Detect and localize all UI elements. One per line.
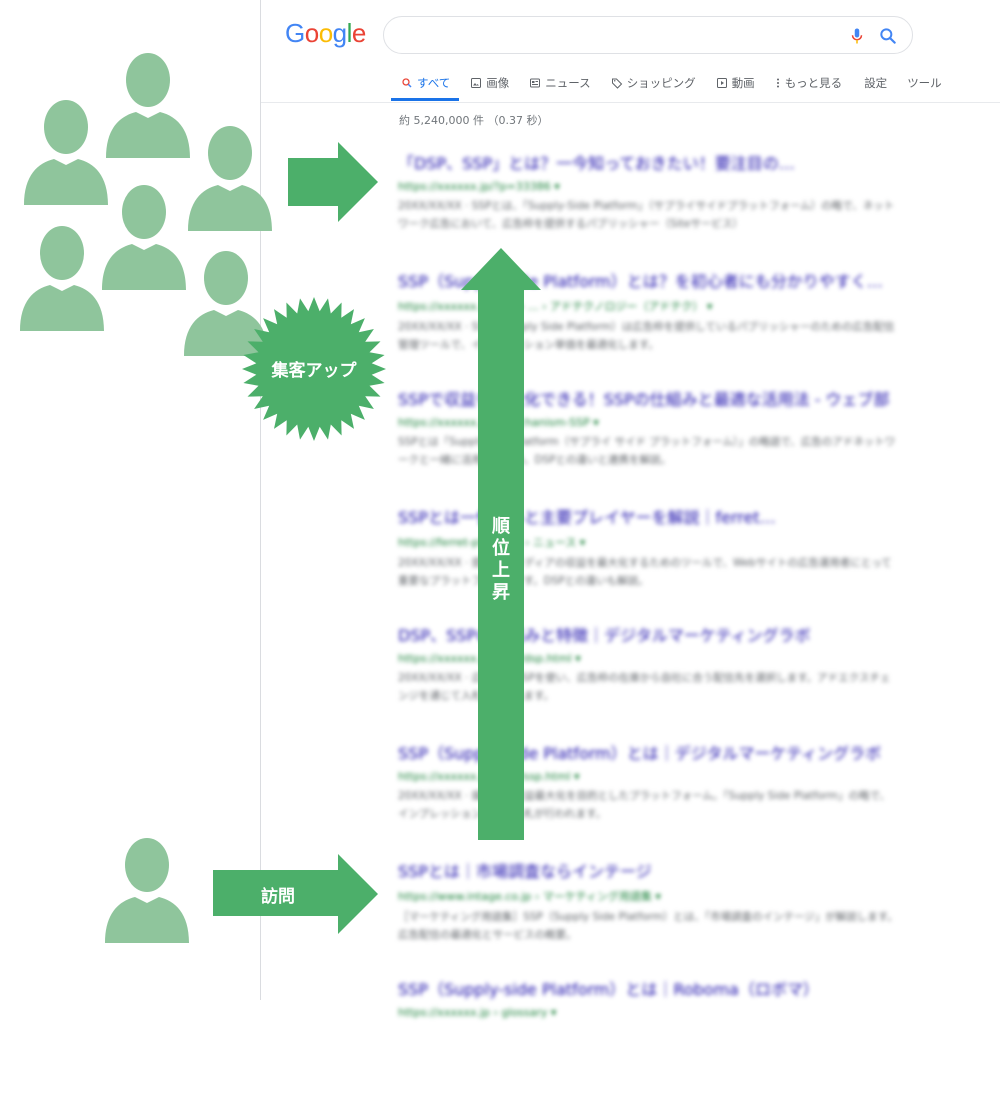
search-result: SSP（Supply-side Platform）とは｜Roboma（ロボマ） h… [398, 976, 898, 1094]
person-icon [105, 838, 189, 943]
logo-letter: G [285, 18, 305, 48]
tab-6[interactable]: 設定 [854, 72, 897, 94]
result-url[interactable]: https://xxxxxx.jp › mechanism-SSP ▾ [398, 416, 599, 429]
logo-letter: g [332, 18, 347, 48]
attract-badge-label: 集客アップ [271, 361, 357, 381]
tab-0[interactable]: すべて [391, 72, 460, 94]
google-logo[interactable]: Google [285, 18, 366, 49]
search-box[interactable] [383, 16, 913, 54]
visit-label: 訪問 [261, 887, 295, 907]
tab-label: ツール [907, 76, 942, 90]
search-results-page: Google すべて 画像 ニュース ショッピング 動画 もっと見る 設定 ツール 約 5,2… [260, 0, 1000, 1019]
image-icon [470, 77, 486, 89]
result-title-link[interactable]: 「DSP、SSP」とは？一今知っておきたい！要注目の… [398, 154, 795, 173]
tab-label: 動画 [731, 76, 755, 90]
person-icon [184, 251, 268, 356]
tab-2[interactable]: ニュース [519, 72, 600, 94]
more-vertical-icon [775, 77, 785, 89]
result-url[interactable]: https://xxxxxx.jp › glossary ▾ [398, 1006, 557, 1019]
logo-letter: o [304, 18, 319, 48]
result-snippet: 20XX/XX/XX · SSPとは、「Supply-Side Platform… [398, 200, 895, 230]
search-icon[interactable] [878, 26, 898, 46]
active-tab-indicator [391, 98, 459, 101]
news-icon [529, 77, 545, 89]
result-title-link[interactable]: SSP（Supply-side Platform）とは｜Roboma（ロボマ） [398, 980, 819, 999]
play-icon [716, 77, 732, 89]
tab-label: 設定 [864, 76, 888, 90]
search-result: SSP（Supply Side Platform）とは？を初心者にも分かりやすく… [398, 268, 898, 386]
result-title-link[interactable]: SSP（Supply Side Platform）とは？を初心者にも分かりやすく… [398, 272, 883, 291]
header-divider [261, 102, 1000, 103]
search-result: DSP、SSPの仕組みと特徴｜デジタルマーケティングラボ https://xxxx… [398, 622, 898, 740]
result-snippet: 20XX/XX/XX · 媒体側の収益最大化を目的としたプラットフォーム。「Su… [398, 790, 891, 820]
search-result: SSPとは一仕組みと主要プレイヤーを解説｜ferret… https://ferr… [398, 504, 898, 622]
result-snippet: ［マーケティング用語集］SSP（Supply Side Platform）とは、… [398, 911, 898, 941]
result-url[interactable]: https://www.intage.co.jp › マーケティング用語集 ▾ [398, 890, 661, 903]
tag-icon [611, 77, 627, 89]
tab-5[interactable]: もっと見る [765, 72, 853, 94]
result-stats: 約 5,240,000 件 （0.37 秒） [399, 114, 549, 127]
rank-up-char: 順 [492, 516, 510, 537]
tab-label: すべて [417, 76, 451, 90]
search-result: SSPとは｜市場調査ならインテージ https://www.intage.co.j… [398, 858, 898, 976]
microphone-icon[interactable] [848, 26, 866, 46]
search-icon [401, 77, 417, 89]
search-result: SSPで収益を最大化できる！SSPの仕組みと最適な活用法 - ウェブ部 https… [398, 386, 898, 504]
search-tabs: すべて 画像 ニュース ショッピング 動画 もっと見る 設定 ツール [391, 72, 952, 102]
tab-7[interactable]: ツール [897, 72, 952, 94]
tab-label: もっと見る [784, 76, 843, 90]
result-title-link[interactable]: SSP（Supply Side Platform）とは｜デジタルマーケティングラ… [398, 744, 882, 763]
result-snippet: 20XX/XX/XX · 広告主はDSPを使い、広告枠の在庫から自社に合う配信先… [398, 672, 891, 702]
result-url[interactable]: https://xxxxxx.jp/xxxx/ssp.html ▾ [398, 770, 580, 783]
search-result: 「DSP、SSP」とは？一今知っておきたい！要注目の… https://xxxxx… [398, 150, 898, 268]
logo-letter: e [351, 18, 366, 48]
rank-up-char: 位 [492, 538, 510, 559]
result-snippet: SSPとは「Supply Side Platform（サプライ サイド プラット… [398, 436, 896, 466]
result-url[interactable]: https://xxxxxx.jp/?p=33386 ▾ [398, 180, 560, 193]
result-title-link[interactable]: DSP、SSPの仕組みと特徴｜デジタルマーケティングラボ [398, 626, 811, 645]
result-title-link[interactable]: SSPで収益を最大化できる！SSPの仕組みと最適な活用法 - ウェブ部 [398, 390, 890, 409]
person-icon [102, 185, 186, 290]
tab-label: 画像 [486, 76, 510, 90]
tab-3[interactable]: ショッピング [601, 72, 706, 94]
tab-label: ショッピング [626, 76, 696, 90]
result-snippet: 20XX/XX/XX · 提供するメディアの収益を最大化するためのツールで、We… [398, 557, 892, 587]
logo-letter: o [318, 18, 333, 48]
search-results-list: 「DSP、SSP」とは？一今知っておきたい！要注目の… https://xxxxx… [398, 150, 898, 1094]
rank-up-label: 順 位 上 昇 [487, 516, 515, 604]
person-icon [24, 100, 108, 205]
result-url[interactable]: https://xxxxxx.jp/xxxx/dsp.html ▾ [398, 652, 581, 665]
search-input[interactable] [402, 25, 836, 47]
result-url[interactable]: https://xxxxxx.xx/xxx › … › アドテクノロジー（アドテ… [398, 300, 713, 313]
tab-label: ニュース [545, 76, 591, 90]
person-icon [106, 53, 190, 158]
result-title-link[interactable]: SSPとは一仕組みと主要プレイヤーを解説｜ferret… [398, 508, 776, 527]
result-snippet: 20XX/XX/XX · SSP（Supply Side Platform）は広… [398, 321, 895, 351]
result-url[interactable]: https://ferret-plus.com › ニュース ▾ [398, 536, 586, 549]
result-title-link[interactable]: SSPとは｜市場調査ならインテージ [398, 862, 652, 881]
rank-up-char: 上 [492, 560, 510, 581]
tab-4[interactable]: 動画 [706, 72, 765, 94]
person-icon [20, 226, 104, 331]
tab-1[interactable]: 画像 [460, 72, 519, 94]
logo-letter: l [346, 18, 353, 48]
search-result: SSP（Supply Side Platform）とは｜デジタルマーケティングラ… [398, 740, 898, 858]
rank-up-char: 昇 [492, 582, 510, 603]
